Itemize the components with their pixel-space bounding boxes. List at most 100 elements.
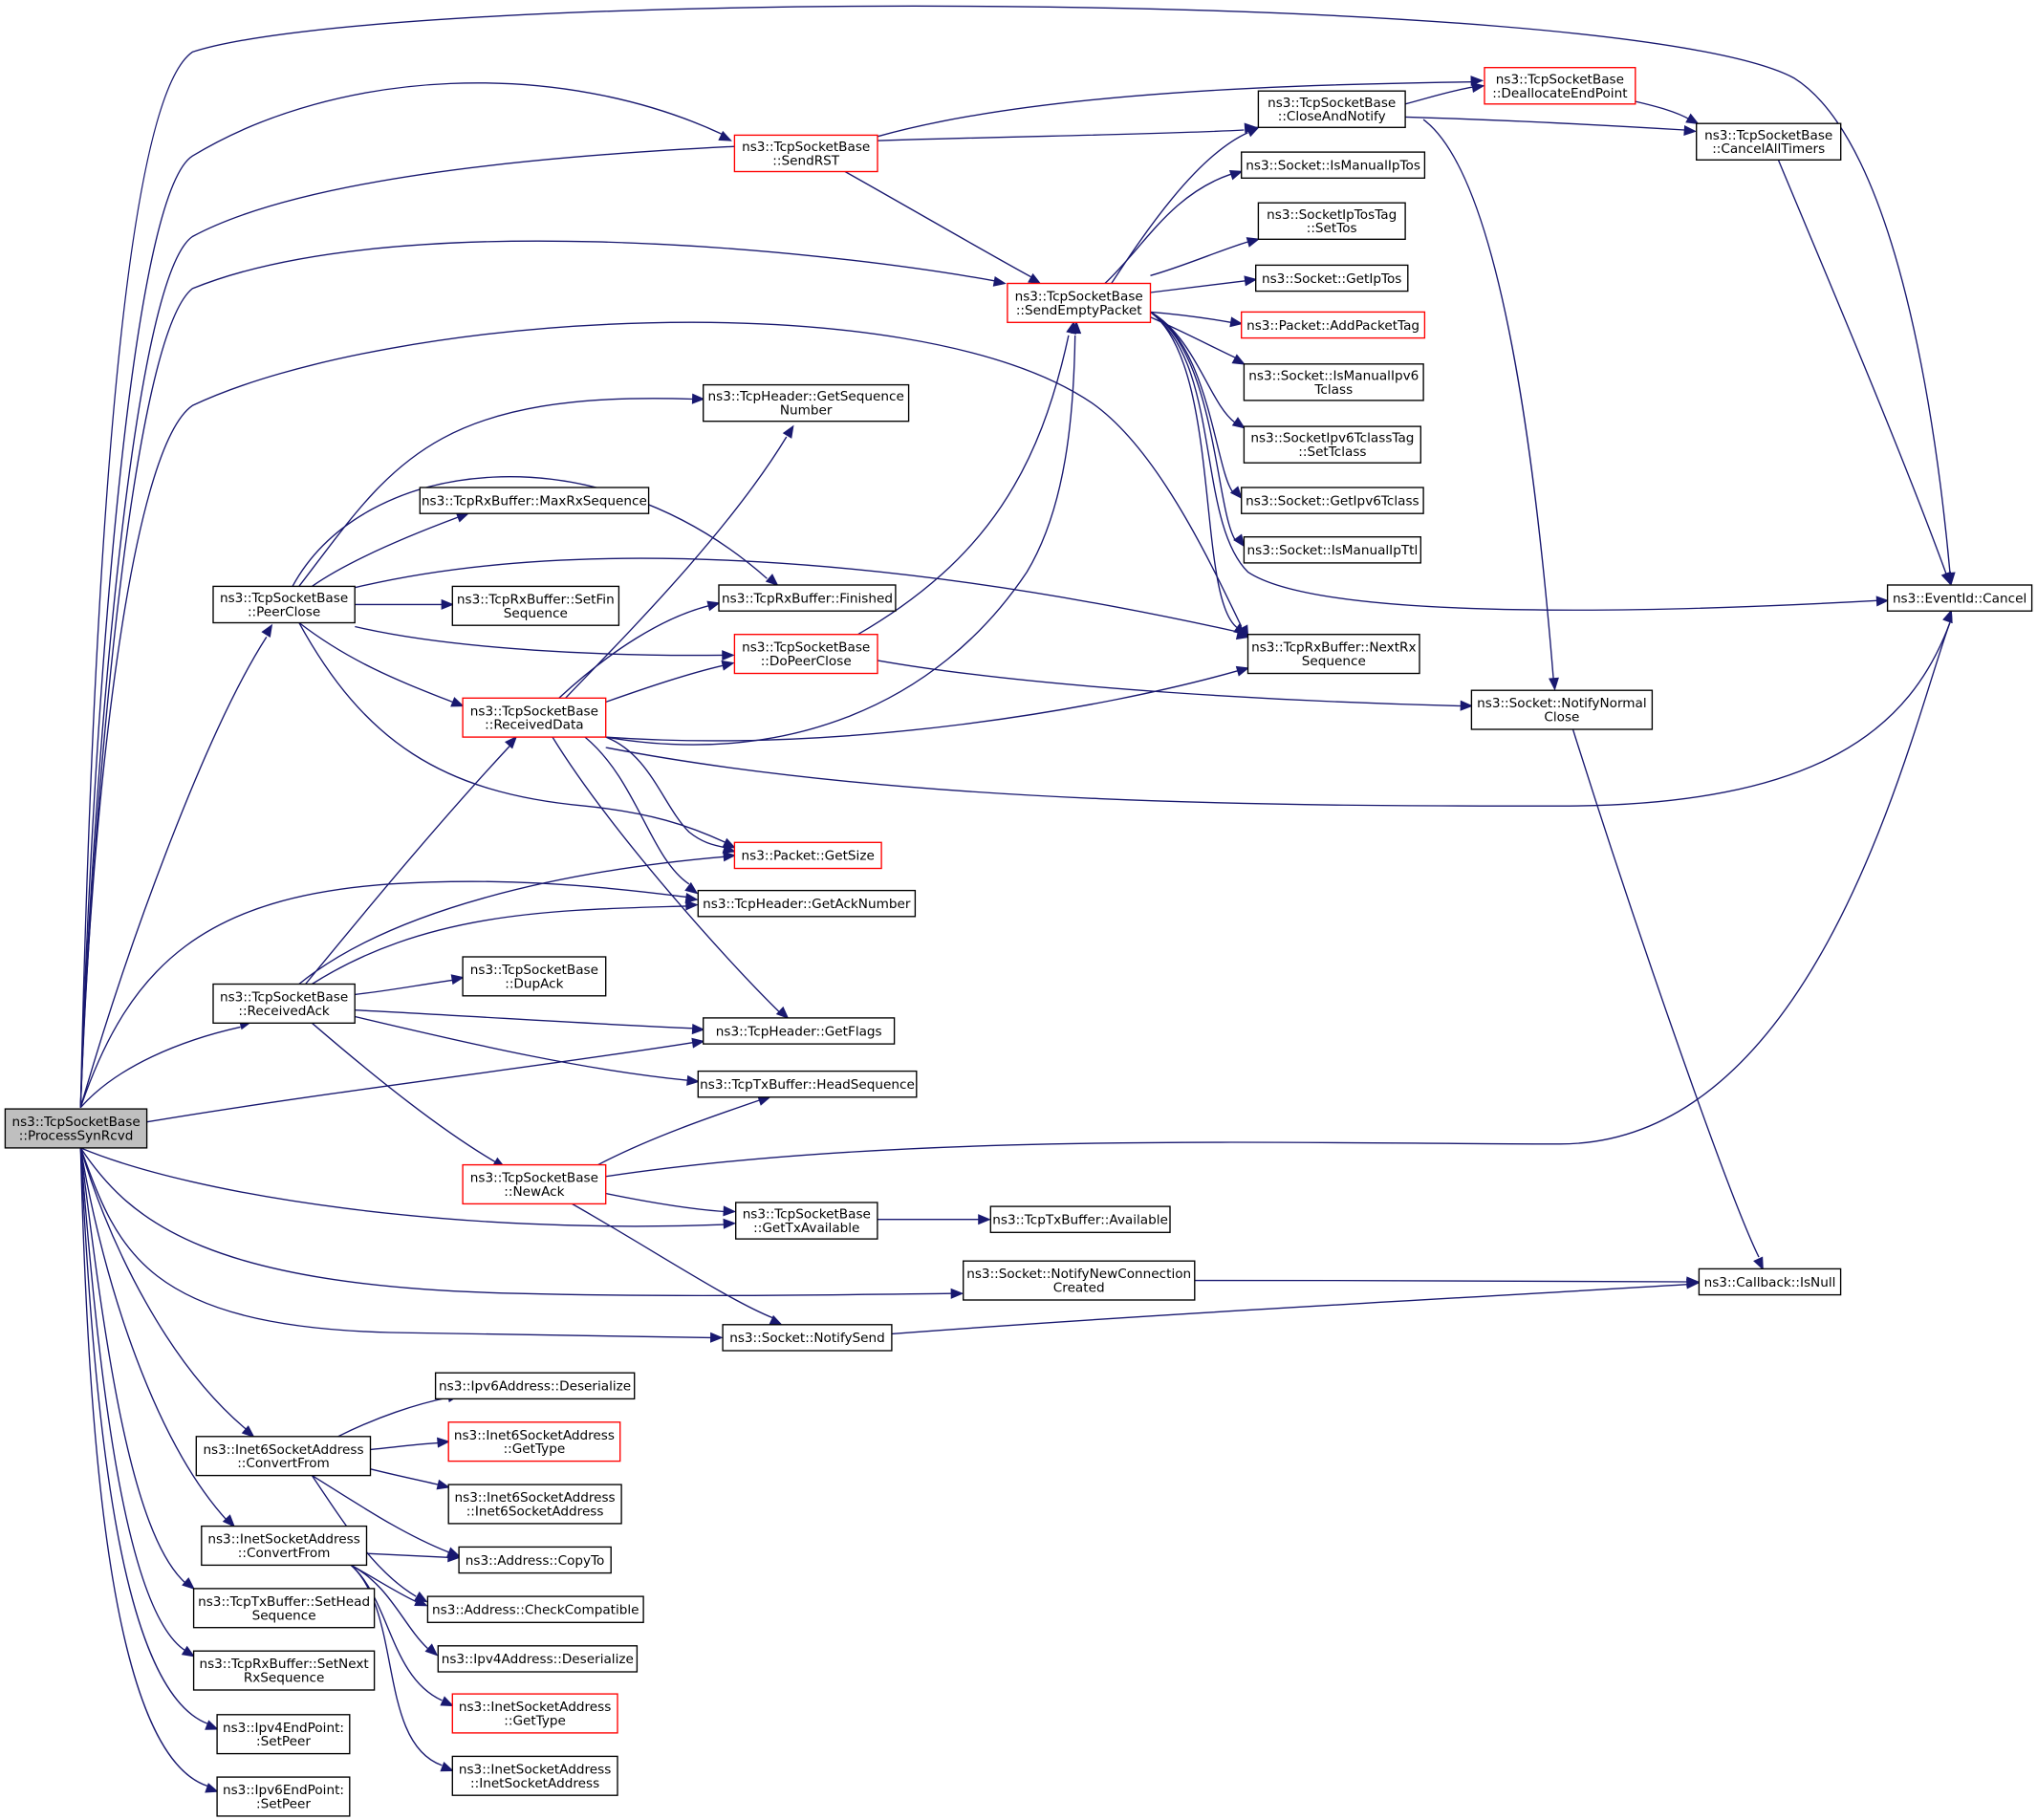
node-box[interactable] (1246, 634, 1420, 675)
node-dopeerclose[interactable]: ns3::TcpSocketBase::DoPeerClose (733, 634, 878, 675)
node-box[interactable] (1470, 689, 1654, 730)
node-processsynrcvd[interactable]: ns3::TcpSocketBase::ProcessSynRcvd (4, 1108, 148, 1149)
node-box[interactable] (1241, 311, 1426, 339)
node-maxrxsequence[interactable]: ns3::TcpRxBuffer::MaxRxSequence (419, 487, 650, 514)
node-closeandnotify[interactable]: ns3::TcpSocketBase::CloseAndNotify (1257, 90, 1406, 128)
node-getacknumber[interactable]: ns3::TcpHeader::GetAckNumber (697, 889, 917, 918)
node-box[interactable] (989, 1205, 1171, 1233)
node-addpackettag[interactable]: ns3::Packet::AddPacketTag (1241, 311, 1426, 339)
node-box[interactable] (733, 634, 878, 675)
node-box[interactable] (703, 1017, 896, 1045)
node-callbackisnull[interactable]: ns3::Callback::IsNull (1698, 1268, 1842, 1296)
node-box[interactable] (212, 585, 356, 624)
node-box[interactable] (1698, 1268, 1842, 1296)
node-newack[interactable]: ns3::TcpSocketBase::NewAck (462, 1163, 607, 1205)
node-box[interactable] (718, 584, 897, 612)
node-box[interactable] (437, 1645, 639, 1673)
node-box[interactable] (451, 585, 620, 626)
node-box[interactable] (195, 1436, 372, 1477)
node-box[interactable] (1241, 487, 1424, 514)
node-box[interactable] (216, 1776, 351, 1817)
node-box[interactable] (462, 1163, 607, 1205)
node-box[interactable] (733, 841, 882, 870)
node-box[interactable] (434, 1372, 636, 1400)
node-box[interactable] (4, 1108, 148, 1149)
node-peerclose[interactable]: ns3::TcpSocketBase::PeerClose (212, 585, 356, 624)
node-box[interactable] (462, 697, 607, 738)
node-box[interactable] (462, 956, 607, 997)
node-inet6gettype[interactable]: ns3::Inet6SocketAddress::GetType (447, 1421, 621, 1462)
node-sendemptypacket[interactable]: ns3::TcpSocketBase::SendEmptyPacket (1007, 282, 1152, 323)
node-box[interactable] (426, 1595, 644, 1623)
node-headsequence[interactable]: ns3::TcpTxBuffer::HeadSequence (697, 1070, 918, 1098)
node-box[interactable] (192, 1650, 376, 1691)
node-box[interactable] (1241, 151, 1426, 179)
node-receivedack[interactable]: ns3::TcpSocketBase::ReceivedAck (212, 983, 356, 1024)
node-box[interactable] (447, 1421, 621, 1462)
node-settos[interactable]: ns3::SocketIpTosTag::SetTos (1257, 202, 1406, 240)
node-box[interactable] (1243, 363, 1424, 401)
node-box[interactable] (458, 1546, 612, 1574)
node-addresscheckcompatible[interactable]: ns3::Address::CheckCompatible (426, 1595, 644, 1623)
node-box[interactable] (1007, 282, 1152, 323)
node-box[interactable] (963, 1260, 1196, 1301)
node-box[interactable] (1886, 584, 2033, 612)
node-inet6ctor[interactable]: ns3::Inet6SocketAddress::Inet6SocketAddr… (447, 1484, 622, 1525)
node-box[interactable] (1484, 67, 1636, 105)
node-sendrst[interactable]: ns3::TcpSocketBase::SendRST (733, 134, 878, 173)
node-box[interactable] (451, 1693, 618, 1734)
node-inetconvertfrom[interactable]: ns3::InetSocketAddress::ConvertFrom (201, 1525, 368, 1567)
node-getipv6tclass[interactable]: ns3::Socket::GetIpv6Tclass (1241, 487, 1424, 514)
node-inet6convertfrom[interactable]: ns3::Inet6SocketAddress::ConvertFrom (195, 1436, 372, 1477)
node-ismanualipttl[interactable]: ns3::Socket::IsManualIpTtl (1243, 536, 1421, 564)
node-box[interactable] (419, 487, 650, 514)
node-inetgettype[interactable]: ns3::InetSocketAddress::GetType (451, 1693, 618, 1734)
node-box[interactable] (447, 1484, 622, 1525)
node-box[interactable] (722, 1324, 893, 1352)
node-ipv6deserialize[interactable]: ns3::Ipv6Address::Deserialize (434, 1372, 636, 1400)
node-box[interactable] (212, 983, 356, 1024)
node-settclass[interactable]: ns3::SocketIpv6TclassTag::SetTclass (1243, 425, 1421, 464)
node-box[interactable] (733, 134, 878, 173)
node-dupack[interactable]: ns3::TcpSocketBase::DupAck (462, 956, 607, 997)
node-gettxavailable[interactable]: ns3::TcpSocketBase::GetTxAvailable (735, 1202, 878, 1240)
node-box[interactable] (201, 1525, 368, 1567)
node-box[interactable] (735, 1202, 878, 1240)
node-receiveddata[interactable]: ns3::TcpSocketBase::ReceivedData (462, 697, 607, 738)
node-available[interactable]: ns3::TcpTxBuffer::Available (989, 1205, 1171, 1233)
node-box[interactable] (703, 383, 910, 422)
node-box[interactable] (1243, 425, 1421, 464)
node-finished[interactable]: ns3::TcpRxBuffer::Finished (718, 584, 897, 612)
node-box[interactable] (192, 1588, 376, 1629)
node-deallocateendpoint[interactable]: ns3::TcpSocketBase::DeallocateEndPoint (1484, 67, 1636, 105)
node-getiptos[interactable]: ns3::Socket::GetIpTos (1255, 264, 1409, 292)
node-box[interactable] (1257, 90, 1406, 128)
node-inetctor[interactable]: ns3::InetSocketAddress::InetSocketAddres… (451, 1755, 618, 1796)
node-packetgetsize[interactable]: ns3::Packet::GetSize (733, 841, 882, 870)
node-box[interactable] (1255, 264, 1409, 292)
node-box[interactable] (1696, 122, 1842, 161)
node-ipv4deserialize[interactable]: ns3::Ipv4Address::Deserialize (437, 1645, 639, 1673)
node-ipv4setpeer[interactable]: ns3::Ipv4EndPoint::SetPeer (216, 1714, 351, 1755)
node-box[interactable] (1257, 202, 1406, 240)
node-addresscopyto[interactable]: ns3::Address::CopyTo (458, 1546, 612, 1574)
node-getflags[interactable]: ns3::TcpHeader::GetFlags (703, 1017, 896, 1045)
node-cancelalltimers[interactable]: ns3::TcpSocketBase::CancelAllTimers (1696, 122, 1842, 161)
node-box[interactable] (697, 1070, 918, 1098)
node-ismanualiptos[interactable]: ns3::Socket::IsManualIpTos (1241, 151, 1426, 179)
node-notifysend[interactable]: ns3::Socket::NotifySend (722, 1324, 893, 1352)
node-box[interactable] (1243, 536, 1421, 564)
node-eventidcancel[interactable]: ns3::EventId::Cancel (1886, 584, 2033, 612)
node-box[interactable] (216, 1714, 351, 1755)
node-ipv6setpeer[interactable]: ns3::Ipv6EndPoint::SetPeer (216, 1776, 351, 1817)
node-box[interactable] (697, 889, 917, 918)
node-box[interactable] (451, 1755, 618, 1796)
